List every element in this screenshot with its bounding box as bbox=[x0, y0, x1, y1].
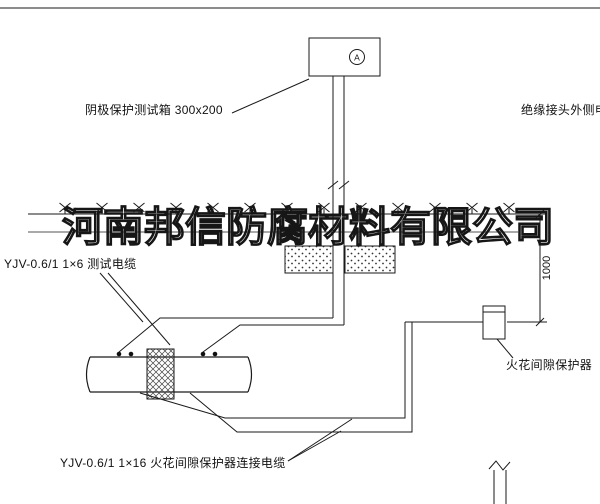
test-post bbox=[327, 76, 350, 325]
test-box-leader bbox=[231, 78, 310, 114]
label-spark-cable: YJV-0.6/1 1×16 火花间隙保护器连接电缆 bbox=[60, 456, 286, 470]
dimension-text: 1000 bbox=[541, 256, 553, 280]
label-outer-cable: 绝缘接头外侧电缆 bbox=[521, 103, 600, 117]
spark-gap-leader bbox=[496, 338, 514, 359]
test-cable-leaders bbox=[99, 272, 171, 346]
spark-cable-leaders bbox=[287, 418, 353, 462]
test-box bbox=[308, 37, 381, 77]
label-test-cable: YJV-0.6/1 1×6 测试电缆 bbox=[4, 257, 137, 271]
test-cables bbox=[118, 317, 344, 353]
ground-symbols bbox=[59, 202, 515, 215]
concrete-foundations bbox=[284, 245, 396, 274]
dimension-line bbox=[507, 209, 547, 327]
spark-gap-cables bbox=[139, 321, 483, 433]
label-spark-protector: 火花间隙保护器 bbox=[506, 358, 593, 372]
pipe-stub-symbol bbox=[488, 460, 511, 504]
ammeter-letter: A bbox=[354, 53, 360, 63]
label-test-box: 阴极保护测试箱 300x200 bbox=[85, 103, 223, 117]
insulating-joint bbox=[146, 348, 175, 400]
cable-bolts bbox=[116, 351, 218, 357]
spark-gap-protector-box bbox=[482, 305, 506, 340]
